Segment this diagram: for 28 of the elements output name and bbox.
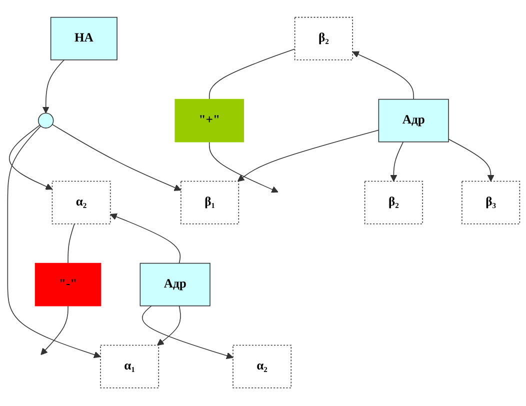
- arrow: [40, 306, 68, 356]
- arrow: [352, 52, 414, 100]
- node-box: Адр: [378, 99, 449, 143]
- node-box: β₂: [294, 17, 353, 61]
- arrow: [52, 124, 182, 192]
- node-box: β₃: [462, 181, 520, 225]
- node-circle: [38, 113, 54, 129]
- arrow: [42, 60, 65, 114]
- arrow: [156, 306, 181, 346]
- node-box: "-": [34, 263, 102, 307]
- arrow: [390, 142, 404, 182]
- node-box: β₂: [364, 181, 423, 225]
- node-box: α₂: [52, 181, 111, 225]
- connector: [68, 224, 75, 264]
- arrow: [237, 130, 380, 182]
- arrow: [110, 214, 181, 264]
- node-box: "+": [174, 99, 244, 143]
- node-box: α₁: [100, 345, 160, 389]
- connector: [208, 48, 296, 100]
- arrow: [208, 142, 278, 194]
- arrow: [9, 125, 53, 190]
- arrow: [142, 306, 234, 360]
- node-box: β₁: [180, 181, 240, 225]
- node-box: НА: [50, 17, 118, 61]
- node-box: α₂: [232, 345, 292, 389]
- node-box: Адр: [140, 263, 210, 307]
- arrow: [7, 126, 101, 358]
- arrow: [448, 139, 494, 182]
